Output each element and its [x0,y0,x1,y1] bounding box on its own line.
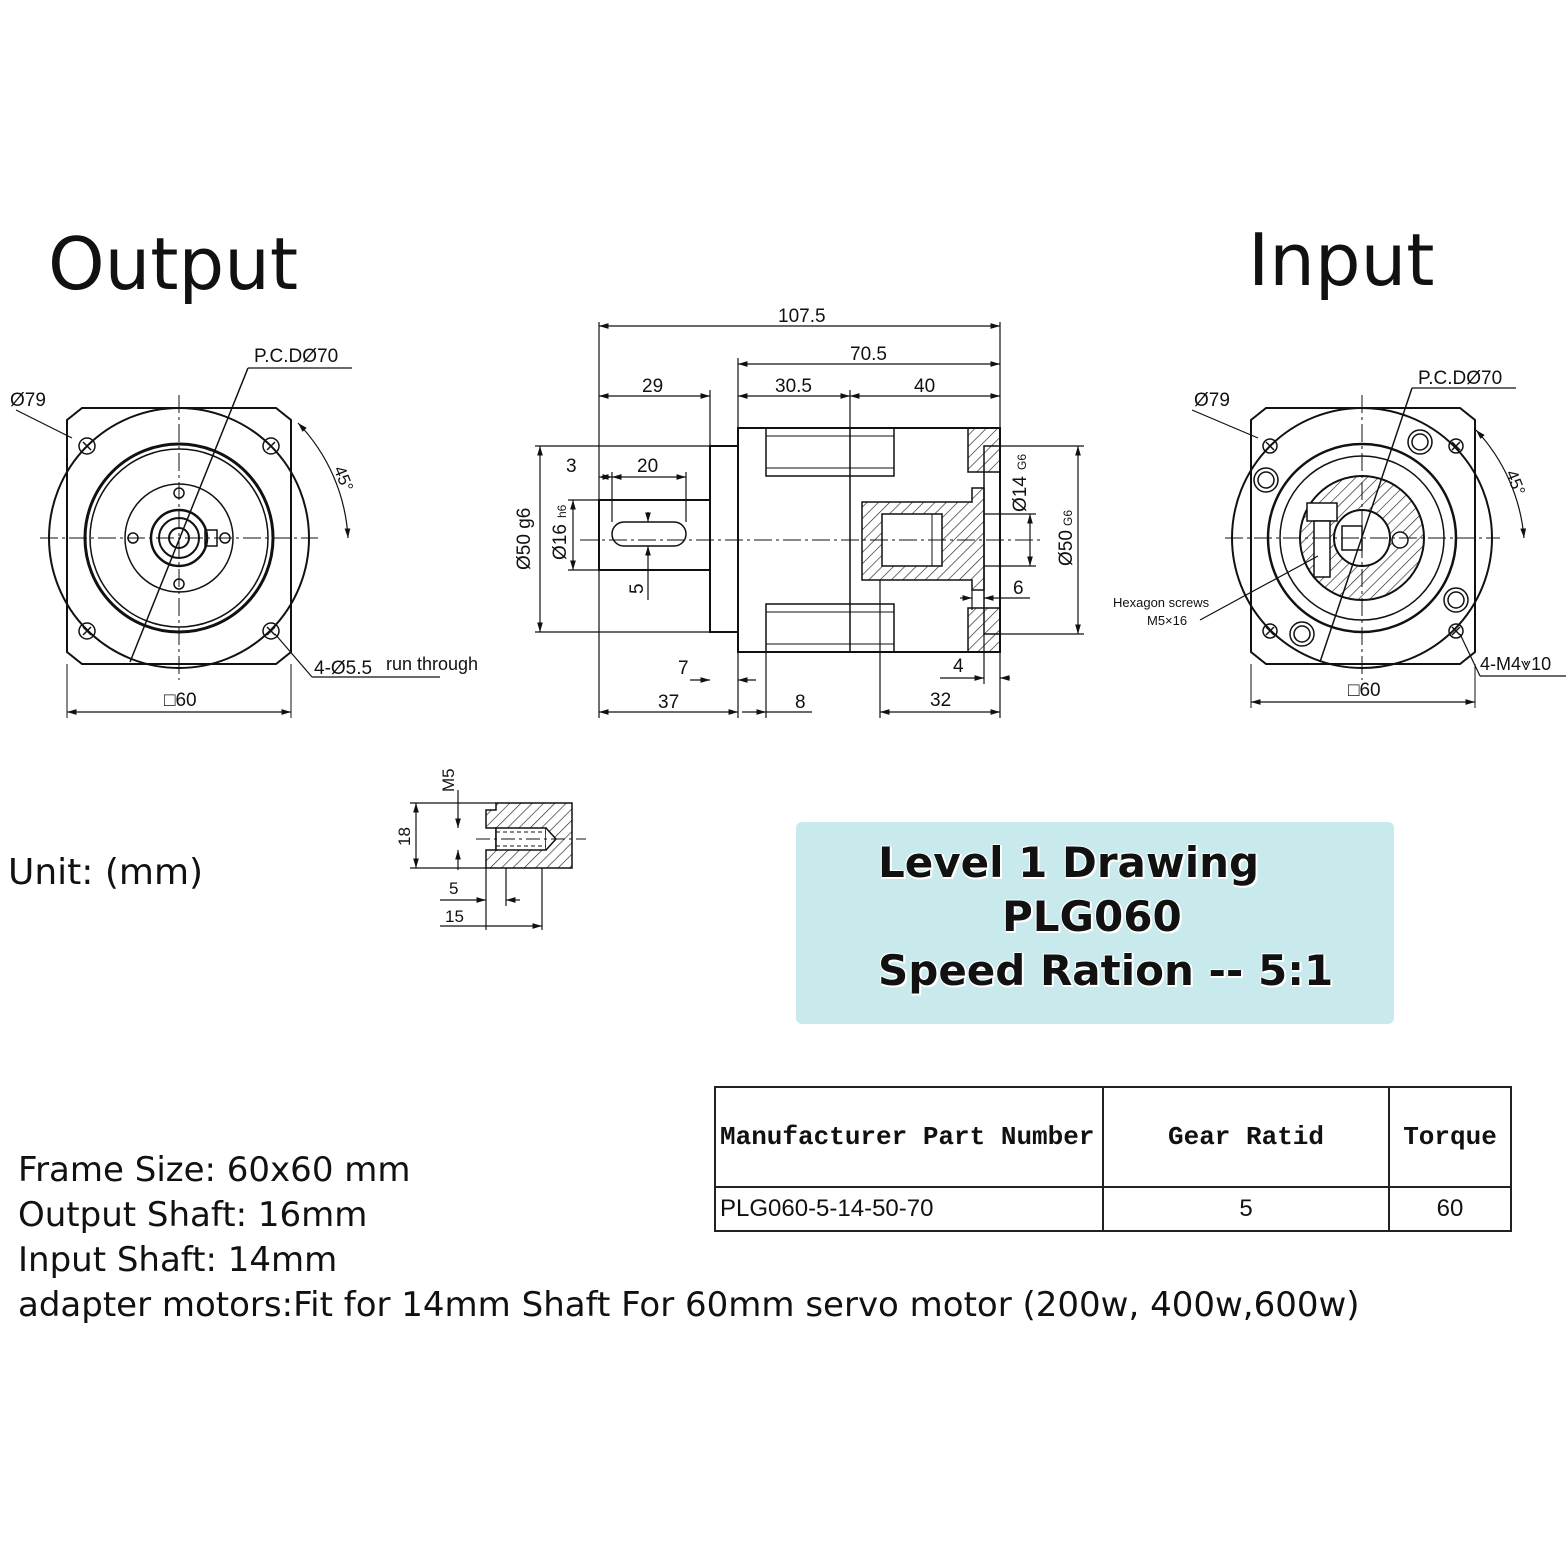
dim-key-w: 5 [627,583,648,594]
dim-shaft-out: Ø16 [550,524,571,560]
side-view-dimensions [535,322,1084,718]
spec-output-shaft: Output Shaft: 16mm [18,1195,368,1235]
input-front-view [1191,387,1566,708]
cell-torque: 60 [1388,1186,1512,1232]
input-holes-label: 4-M4⩔10 [1480,654,1551,674]
dim-len-32: 32 [930,690,951,711]
table-header-row: Manufacturer Part Number Gear Ratid Torq… [714,1086,1512,1188]
output-heading: Output [48,222,299,306]
thread-depth-1-label: 5 [449,879,458,898]
dim-pilot-out: Ø50 g6 [514,508,535,570]
output-angle-label: 45° [330,463,357,494]
thread-detail-view [476,802,586,869]
table-row: PLG060-5-14-50-70 5 60 [714,1186,1512,1232]
input-square-label: □60 [1348,680,1381,701]
header-gear-ratio: Gear Ratid [1102,1086,1390,1188]
dim-key-len: 20 [637,456,658,477]
thread-height-label: 18 [395,827,414,846]
input-pcd-label: P.C.DØ70 [1418,368,1502,389]
input-heading: Input [1248,218,1435,302]
header-torque: Torque [1388,1086,1512,1188]
output-holes-label: 4-Ø5.5 [314,658,372,679]
side-section-view [580,427,1040,653]
output-holes-note: run through [386,654,478,674]
dim-len-37: 37 [658,692,679,713]
title-banner: Level 1 Drawing PLG060 Speed Ration -- 5… [796,822,1394,1024]
output-dia-label: Ø79 [10,390,46,411]
dim-step-7: 7 [678,658,689,679]
output-square-label: □60 [164,690,197,711]
input-screw-label-2: M5×16 [1147,613,1187,628]
spec-input-shaft: Input Shaft: 14mm [18,1240,338,1280]
banner-line-2: PLG060 [1002,892,1182,941]
dim-pilot-in: Ø50 [1056,530,1077,566]
unit-label: Unit: (mm) [8,852,204,893]
dim-step-4: 4 [953,656,964,677]
banner-line-1: Level 1 Drawing [878,838,1260,887]
banner-line-3: Speed Ration -- 5:1 [878,946,1334,995]
cell-gear-ratio: 5 [1102,1186,1390,1232]
dim-len-8: 8 [795,692,806,713]
dim-bore-in-tol: G6 [1015,454,1029,470]
dim-flange-out: 29 [642,376,663,397]
dim-bore-in: Ø14 [1010,476,1031,512]
dim-body: 70.5 [850,344,887,365]
spec-adapter-motors: adapter motors:Fit for 14mm Shaft For 60… [18,1285,1360,1325]
input-screw-label-1: Hexagon screws [1113,595,1210,610]
dim-rear: 40 [914,376,935,397]
cell-part-number: PLG060-5-14-50-70 [714,1186,1104,1232]
thread-depth-2-label: 15 [445,907,464,926]
spec-frame-size: Frame Size: 60x60 mm [18,1150,411,1190]
dim-key-offset: 3 [566,456,577,477]
dim-pilot-in-tol: G6 [1061,510,1075,526]
thread-label: M5 [439,768,458,792]
header-part-number: Manufacturer Part Number [714,1086,1104,1188]
dim-shaft-out-tol: h6 [555,504,569,518]
output-front-view [15,367,440,718]
part-table: Manufacturer Part Number Gear Ratid Torq… [714,1086,1512,1232]
input-dia-label: Ø79 [1194,390,1230,411]
dim-mid: 30.5 [775,376,812,397]
dim-step-in: 6 [1013,578,1024,599]
thread-detail-dimensions [410,790,543,930]
dim-total: 107.5 [778,306,826,327]
spec-list: Frame Size: 60x60 mm Output Shaft: 16mm … [18,1148,1360,1328]
output-pcd-label: P.C.DØ70 [254,346,338,367]
input-angle-label: 45° [1502,467,1529,498]
